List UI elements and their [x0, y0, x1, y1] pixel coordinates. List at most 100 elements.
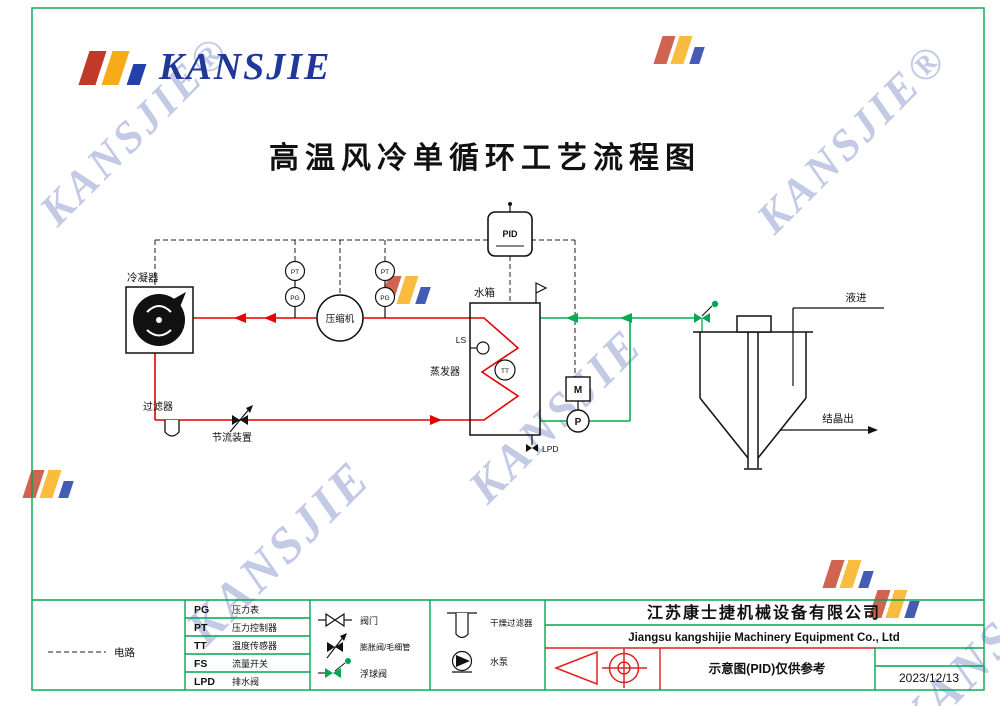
drawing-title: 高温风冷单循环工艺流程图 — [269, 142, 701, 175]
pid-label: PID — [502, 229, 518, 239]
flow-arrow — [234, 313, 246, 323]
pump-unit: M P — [565, 376, 591, 433]
pg-label: PG — [290, 295, 299, 302]
pump-icon — [456, 655, 470, 667]
legend-abbr: TT — [194, 640, 207, 652]
valve-icon — [325, 612, 337, 628]
filter: 过滤器 — [143, 400, 180, 437]
legend-abbr: PG — [194, 604, 209, 616]
float-valve-icon — [325, 668, 333, 678]
circuit-label: 电路 — [114, 646, 135, 659]
green-flow-arrows — [566, 313, 632, 323]
legend-name: 排水阀 — [232, 676, 259, 687]
valve-half — [694, 313, 702, 323]
pt-label: PT — [291, 269, 299, 276]
ls-label: LS — [456, 335, 467, 345]
red-flow-arrows — [234, 313, 442, 425]
pt-gauge — [374, 260, 396, 282]
throttle-label: 节流装置 — [212, 431, 252, 444]
tt-sensor — [494, 359, 516, 381]
compressor-label: 压缩机 — [326, 313, 355, 325]
float-ball — [345, 658, 351, 664]
fan-blade-tip — [170, 292, 186, 312]
float-lever — [334, 662, 346, 672]
outer-border — [31, 7, 985, 691]
refrigerant-pipes — [154, 317, 520, 421]
gauge-labels: PT PG PT PG — [290, 269, 389, 302]
lpd-label: LPD — [542, 444, 559, 454]
valve-label: 阀门 — [360, 615, 378, 626]
fan-hub — [156, 317, 162, 323]
flow-arrow — [620, 313, 632, 323]
dry-filter-icon — [455, 613, 469, 639]
tank-label: 水箱 — [474, 286, 495, 299]
float-valve-icon — [333, 668, 341, 678]
pid-controller: PID — [487, 202, 533, 257]
legend-abbr: PT — [194, 622, 208, 634]
company-name-en: Jiangsu kangshijie Machinery Equipment C… — [628, 632, 900, 644]
valve-half — [240, 415, 248, 425]
expansion-valve-label: 膨胀阀/毛细管 — [360, 642, 410, 652]
drain-valve-half — [532, 444, 538, 452]
evaporator-coil — [470, 317, 520, 421]
legend-name: 压力表 — [232, 604, 259, 615]
top-mount — [736, 315, 772, 333]
legend-name: 压力控制器 — [232, 622, 277, 633]
fan-blade — [146, 329, 172, 337]
water-pipes — [540, 317, 694, 422]
float-valve — [694, 300, 719, 332]
pump-label: P — [575, 417, 582, 428]
valve-arrow — [340, 633, 347, 641]
expansion-valve-icon — [327, 642, 335, 652]
water-pump-label: 水泵 — [490, 656, 508, 667]
pg-label: PG — [380, 295, 389, 302]
pump-circle — [566, 409, 590, 433]
brand-stripes-icon — [78, 51, 147, 85]
antenna-tip — [508, 202, 512, 206]
brand-logo: KANSJIE — [78, 48, 331, 86]
condenser: 冷凝器 — [125, 271, 194, 354]
level-switch — [476, 341, 490, 355]
flow-arrow — [264, 313, 276, 323]
drawing-date: 2023/12/13 — [899, 671, 959, 685]
filter-symbol — [164, 420, 180, 437]
legend-name: 流量开关 — [232, 658, 268, 669]
valve-icon — [333, 612, 345, 628]
legend: 电路 PG 压力表 PT 压力控制器 TT 温度传感器 FS 流量开关 LPD … — [48, 604, 533, 688]
sheet-frame — [31, 7, 985, 691]
reference-stamp: 示意图(PID)仅供参考 — [708, 661, 826, 676]
cone — [757, 397, 807, 459]
float-ball — [711, 300, 719, 308]
valve-stem — [326, 635, 345, 659]
title-block: 江苏康士捷机械设备有限公司 Jiangsu kangshijie Machine… — [553, 603, 959, 688]
valve-half — [702, 313, 710, 323]
tt-label: TT — [501, 368, 509, 375]
fan-blade — [146, 305, 172, 313]
liquid-in-label: 液进 — [846, 291, 867, 304]
float-flag-icon — [535, 282, 548, 294]
dry-filter-label: 干燥过滤器 — [490, 618, 533, 628]
pid-box — [487, 211, 533, 257]
motor-label: M — [574, 385, 582, 396]
flow-arrow — [430, 415, 442, 425]
projection-symbol-icon — [553, 648, 647, 688]
filter-label: 过滤器 — [143, 400, 173, 413]
pg-gauge — [374, 286, 396, 308]
throttle-device: 节流装置 — [212, 405, 253, 444]
cone — [699, 397, 749, 459]
electrical-circuit — [154, 239, 576, 377]
crystallizer — [693, 315, 813, 470]
company-name-cn: 江苏康士捷机械设备有限公司 — [647, 603, 881, 622]
float-valve-label: 浮球阀 — [360, 668, 387, 679]
crystal-out-label: 结晶出 — [822, 412, 854, 425]
projection-cone — [553, 650, 598, 686]
compressor: 压缩机 — [316, 294, 364, 342]
process-lines — [780, 307, 884, 431]
float-lever — [701, 305, 713, 317]
legend-abbr: FS — [194, 658, 207, 670]
pt-label: PT — [381, 269, 389, 276]
valve-arrow — [246, 405, 253, 413]
pt-gauge — [284, 260, 306, 282]
